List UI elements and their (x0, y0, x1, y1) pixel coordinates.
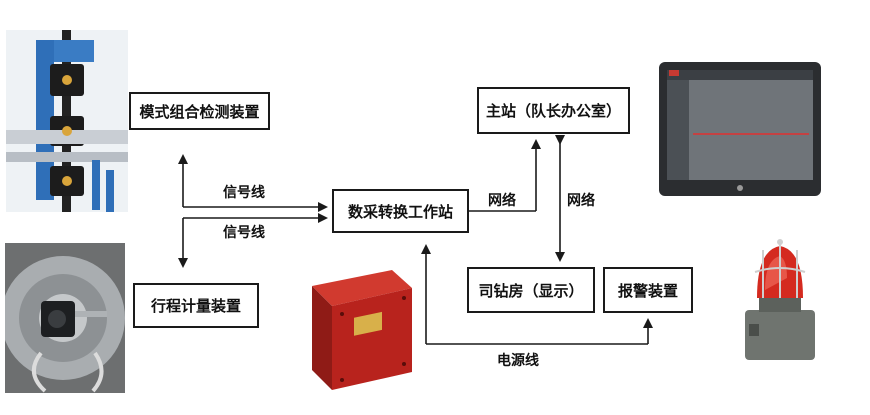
power-line-label: 电源线 (497, 353, 539, 369)
explosion-proof-box-photo (312, 270, 412, 390)
stroke-meter-node: 行程计量装置 (133, 283, 259, 328)
encoder-wheel-photo (5, 243, 125, 393)
network-left-label: 网络 (488, 193, 516, 209)
driller-cabin-node: 司钻房（显示） (467, 267, 595, 313)
alarm-device-node: 报警装置 (603, 267, 693, 313)
driller-cabin-label: 司钻房（显示） (478, 281, 584, 300)
alarm-device-label: 报警装置 (617, 281, 678, 300)
network-right-label: 网络 (567, 193, 595, 209)
master-station-node: 主站（队长办公室） (477, 87, 630, 134)
stroke-meter-label: 行程计量装置 (150, 297, 241, 315)
signal-line-bottom-label: 信号线 (223, 225, 265, 241)
module-detector-node: 模式组合检测装置 (129, 92, 270, 130)
master-station-label: 主站（队长办公室） (485, 102, 621, 120)
acquisition-station-node: 数采转换工作站 (332, 189, 469, 233)
sensor-assembly-photo (6, 30, 128, 212)
alarm-beacon-photo (745, 239, 815, 360)
acquisition-station-label: 数采转换工作站 (347, 202, 453, 221)
module-detector-label: 模式组合检测装置 (139, 102, 260, 121)
monitor-screen-photo (659, 62, 821, 196)
signal-line-top-label: 信号线 (223, 185, 265, 201)
